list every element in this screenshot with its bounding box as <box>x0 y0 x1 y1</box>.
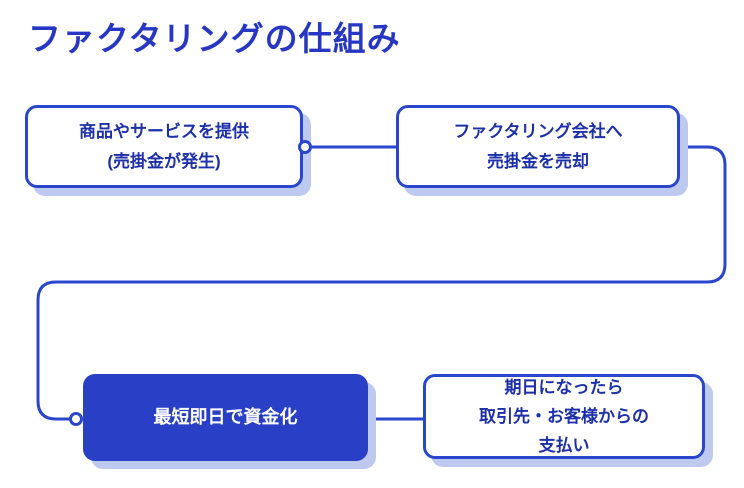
step-label-line: 最短即日で資金化 <box>153 407 298 428</box>
step-label-line: 商品やサービスを提供 <box>79 122 249 142</box>
step-label-line: (売掛金が発生) <box>107 151 221 171</box>
connector-dot <box>298 140 312 154</box>
connector-dot <box>69 412 83 426</box>
connector-line-sell-to-cash <box>36 145 727 421</box>
step-box-same-day-cash: 最短即日で資金化 <box>83 374 368 461</box>
step-label-line: 支払い <box>538 436 590 456</box>
step-label-line: 売掛金を売却 <box>487 151 589 171</box>
step-box-sell-receivables: ファクタリング会社へ 売掛金を売却 <box>396 105 680 188</box>
step-label-line: 期日になったら <box>504 377 624 397</box>
page-title: ファクタリングの仕組み <box>28 20 401 57</box>
step-box-provide-goods: 商品やサービスを提供 (売掛金が発生) <box>25 105 303 188</box>
step-label-line: 取引先・お客様からの <box>479 406 649 426</box>
step-box-due-date-payment: 期日になったら 取引先・お客様からの 支払い <box>423 374 705 459</box>
step-label-line: ファクタリング会社へ <box>453 122 623 142</box>
